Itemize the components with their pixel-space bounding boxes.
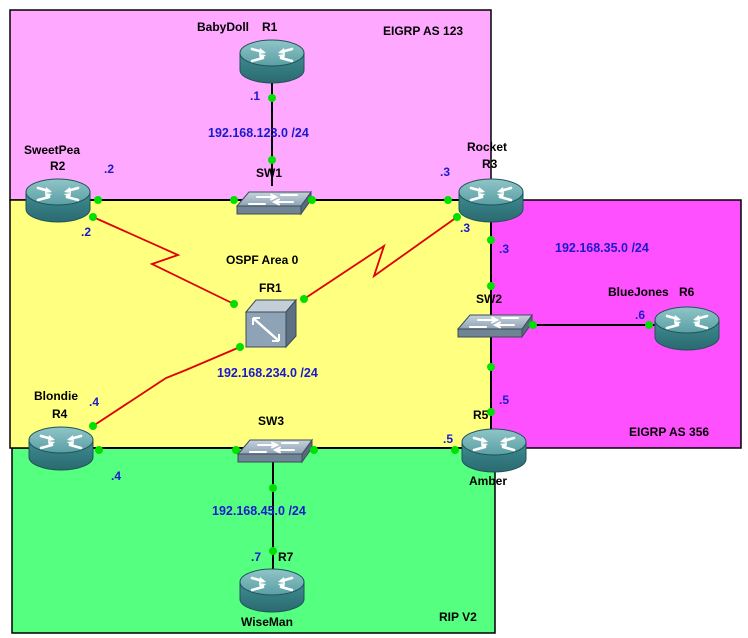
- router-r4-icon[interactable]: [28, 425, 94, 472]
- rip-v2-label: RIP V2: [439, 610, 477, 624]
- ip-r5-sw2: .5: [499, 393, 509, 407]
- switch-sw1-icon[interactable]: [236, 191, 312, 215]
- r6-hostname: BlueJones: [608, 285, 669, 299]
- r6-id: R6: [679, 285, 695, 299]
- router-r6-icon[interactable]: [654, 305, 720, 352]
- r3-hostname: Rocket: [467, 140, 507, 154]
- ip-r5-sw3: .5: [443, 432, 453, 446]
- router-r7-icon[interactable]: [239, 567, 305, 614]
- eigrp-as-356-label: EIGRP AS 356: [629, 425, 709, 439]
- ip-r3-sw2: .3: [499, 242, 509, 256]
- eigrp-as-123-label: EIGRP AS 123: [383, 24, 463, 38]
- ip-r6-sw2: .6: [635, 308, 645, 322]
- serial-links: [92, 216, 458, 427]
- ip-r7-sw3: .7: [251, 550, 261, 564]
- link-dots: [89, 94, 653, 555]
- sw1-label: SW1: [256, 166, 282, 180]
- network-45-label: 192.168.45.0 /24: [212, 504, 306, 518]
- router-r2-icon[interactable]: [25, 177, 91, 224]
- ip-r4-sw3: .4: [111, 469, 121, 483]
- router-r1-icon[interactable]: [239, 38, 305, 85]
- sw2-label: SW2: [476, 292, 502, 306]
- r1-id: R1: [262, 20, 278, 34]
- network-123-label: 192.168.123.0 /24: [208, 126, 309, 140]
- r5-hostname: Amber: [469, 474, 507, 488]
- ip-r1-sw1: .1: [250, 89, 260, 103]
- r4-id: R4: [52, 407, 68, 421]
- switch-sw3-icon[interactable]: [237, 439, 313, 463]
- router-r3-icon[interactable]: [458, 177, 524, 224]
- ip-r4-fr: .4: [89, 395, 99, 409]
- switch-sw2-icon[interactable]: [457, 314, 533, 338]
- network-35-label: 192.168.35.0 /24: [555, 241, 649, 255]
- router-r5-icon[interactable]: [461, 427, 527, 474]
- eigrp-as-123-area: [9, 9, 492, 201]
- r7-hostname: WiseMan: [241, 615, 293, 629]
- sw3-label: SW3: [258, 414, 284, 428]
- r4-hostname: Blondie: [34, 389, 78, 403]
- r5-id: R5: [473, 408, 489, 422]
- r1-hostname: BabyDoll: [197, 20, 249, 34]
- r3-id: R3: [482, 157, 498, 171]
- ip-r2-fr: .2: [81, 225, 91, 239]
- ip-r2-sw1: .2: [104, 162, 114, 176]
- frame-relay-fr1-icon[interactable]: [244, 298, 298, 349]
- ip-r3-fr: .3: [460, 221, 470, 235]
- network-234-label: 192.168.234.0 /24: [217, 366, 318, 380]
- r2-id: R2: [50, 159, 66, 173]
- r7-id: R7: [278, 550, 294, 564]
- ospf-area-0-label: OSPF Area 0: [226, 253, 299, 267]
- fr1-label: FR1: [259, 281, 282, 295]
- r2-hostname: SweetPea: [24, 143, 80, 157]
- ip-r3-sw1: .3: [440, 165, 450, 179]
